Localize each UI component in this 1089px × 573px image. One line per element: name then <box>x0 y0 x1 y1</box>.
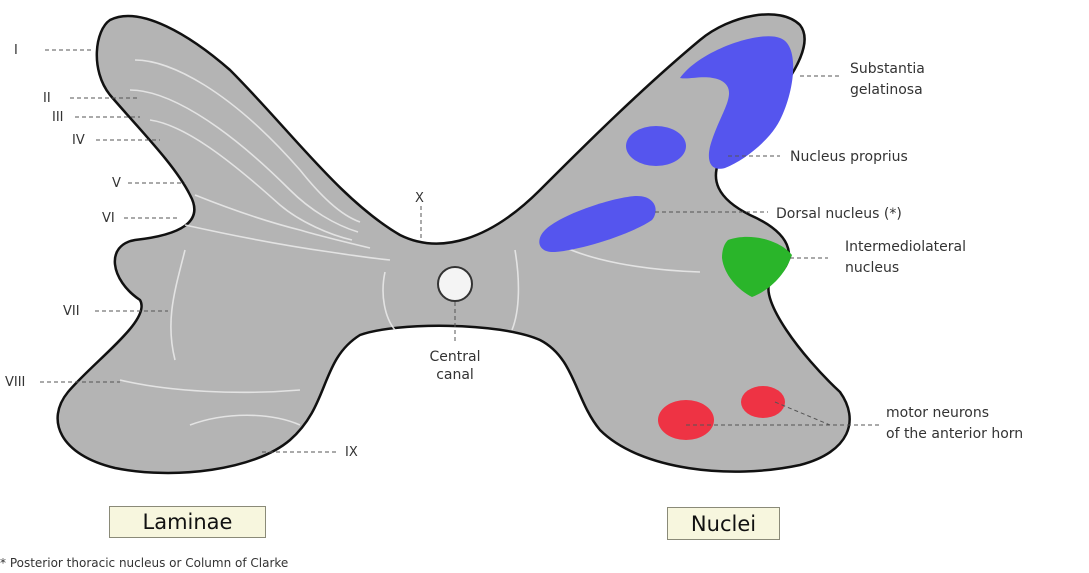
intermediolateral-nucleus-label-line1: Intermediolateral <box>845 239 966 255</box>
lamina-label-ii: II <box>43 91 51 106</box>
lamina-label-ix: IX <box>345 445 358 460</box>
lamina-label-x: X <box>415 191 424 206</box>
central-canal-circle <box>438 267 472 301</box>
dorsal-nucleus-label: Dorsal nucleus (*) <box>776 206 902 222</box>
central-canal-label-line1: Central <box>430 349 481 365</box>
nucleus-proprius-label: Nucleus proprius <box>790 149 908 165</box>
motor-neurons-label-line2: of the anterior horn <box>886 426 1023 442</box>
nucleus-proprius-shape <box>626 126 686 166</box>
lamina-label-iv: IV <box>72 133 85 148</box>
lamina-label-viii: VIII <box>5 375 25 390</box>
laminae-title-box: Laminae <box>109 506 266 538</box>
motor-neuron-left-shape <box>658 400 714 440</box>
lamina-label-iii: III <box>52 110 64 125</box>
substantia-gelatinosa-label-line1: Substantia <box>850 61 925 77</box>
nuclei-title: Nuclei <box>691 512 756 536</box>
lamina-label-i: I <box>14 43 18 58</box>
substantia-gelatinosa-label-line2: gelatinosa <box>850 82 923 98</box>
lamina-label-v: V <box>112 176 121 191</box>
motor-neurons-label-line1: motor neurons <box>886 405 989 421</box>
lamina-label-vii: VII <box>63 304 80 319</box>
laminae-title: Laminae <box>143 510 233 534</box>
intermediolateral-nucleus-label-line2: nucleus <box>845 260 899 276</box>
nuclei-title-box: Nuclei <box>667 507 780 540</box>
footnote: * Posterior thoracic nucleus or Column o… <box>0 556 288 570</box>
lamina-label-vi: VI <box>102 211 115 226</box>
central-canal-label-line2: canal <box>436 367 474 383</box>
motor-neuron-right-shape <box>741 386 785 418</box>
